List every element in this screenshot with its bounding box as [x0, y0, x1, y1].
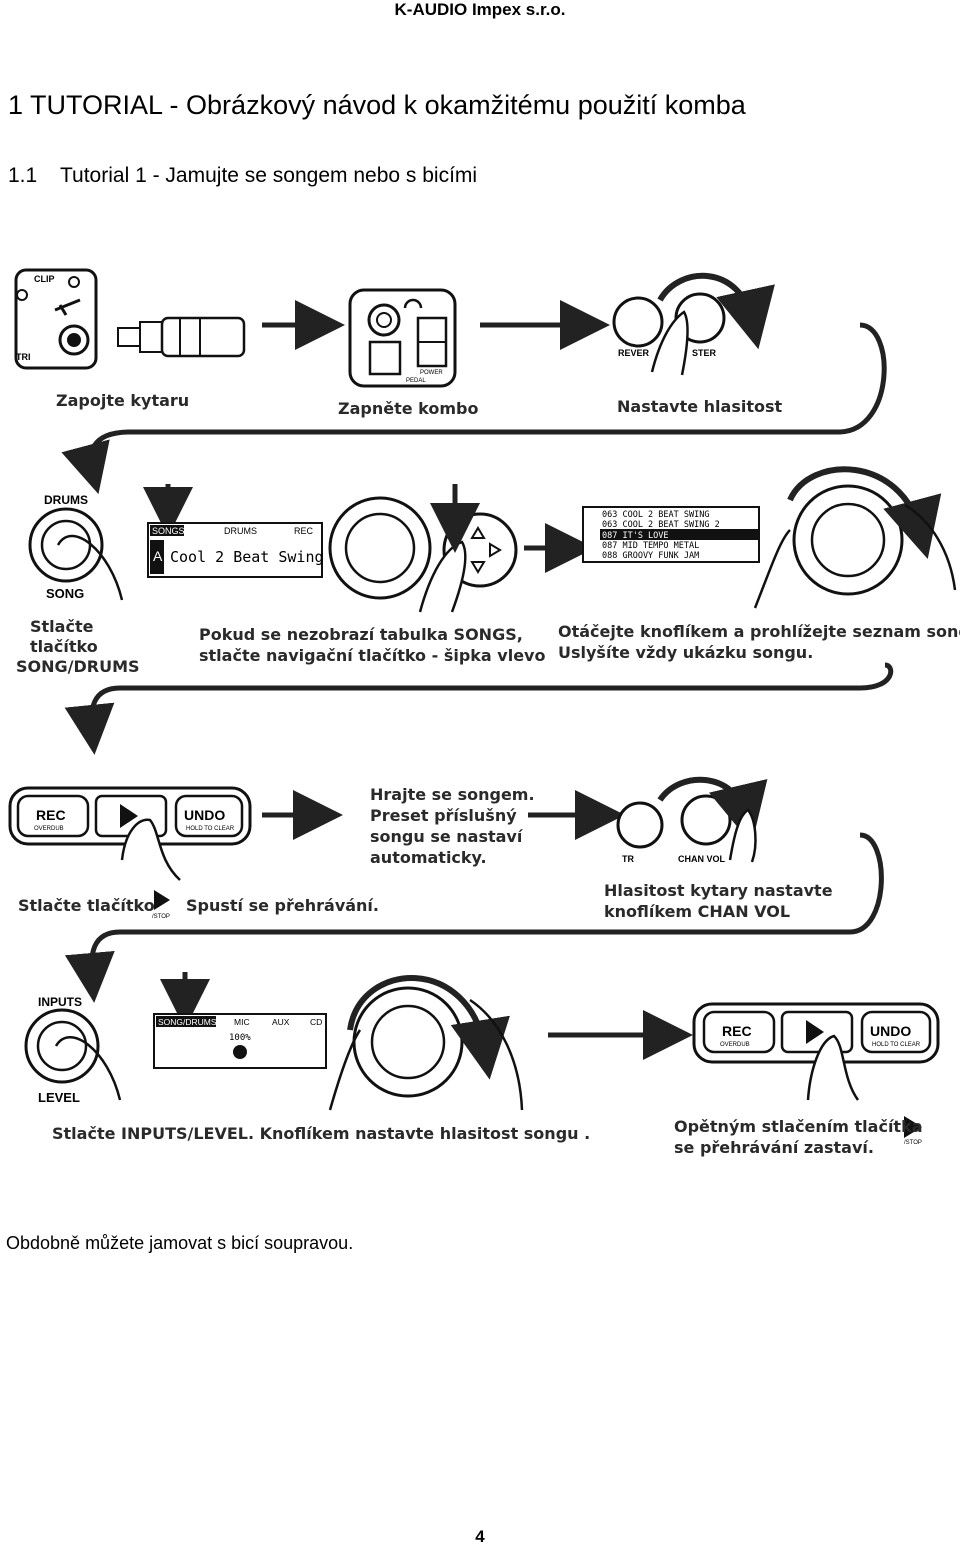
stop-label: /STOP — [904, 1140, 922, 1146]
caption-browse-1: Otáčejte knoflíkem a prohlížejte seznam … — [558, 622, 960, 641]
subsection-text: Tutorial 1 - Jamujte se songem nebo s bi… — [60, 164, 478, 187]
caption-chan-vol-2: knoflíkem CHAN VOL — [604, 902, 791, 921]
caption-chan-vol-1: Hlasitost kytary nastavte — [604, 881, 833, 900]
caption-press-song-1: Stlačte — [30, 617, 94, 636]
song-label: SONG — [46, 586, 84, 601]
lcd-tab-aux: AUX — [272, 1017, 290, 1027]
inputs-label: INPUTS — [38, 995, 82, 1009]
chan-vol-knobs: TR CHAN VOL — [616, 776, 768, 864]
flow-arrow — [64, 832, 884, 1003]
songs-lcd: SONGS DRUMS REC A Cool 2 Beat Swing — [147, 522, 324, 578]
flow-arrow — [61, 322, 887, 495]
flow-arrow — [64, 662, 894, 755]
drums-label: DRUMS — [44, 493, 88, 507]
page-number: 4 — [475, 1527, 485, 1546]
nav-dial — [328, 496, 518, 613]
caption-play-1: Hrajte se songem. — [370, 785, 535, 804]
lcd-tab-drums: DRUMS — [224, 526, 257, 536]
caption-press-song-3: SONG/DRUMS — [16, 657, 140, 676]
inputs-level-button: INPUTS LEVEL — [24, 995, 122, 1105]
level-label: LEVEL — [38, 1090, 80, 1105]
subsection-number: 1.1 — [8, 164, 38, 187]
lcd-level-value: 100% — [229, 1033, 251, 1043]
level-lcd: SONG/DRUMS MIC AUX CD 100% — [153, 1013, 327, 1069]
volume-knobs: REVER STER — [612, 272, 775, 376]
lcd-letter: A — [153, 548, 163, 564]
song-drums-button: DRUMS SONG — [28, 493, 124, 601]
caption-press-song-2: tlačítko — [30, 637, 98, 656]
undo-label: UNDO — [870, 1023, 911, 1039]
caption-play-3: songu se nastaví — [370, 827, 523, 846]
undo-label: UNDO — [184, 807, 225, 823]
overdub-label: OVERDUB — [720, 1042, 750, 1048]
song-list-lcd: 063 COOL 2 BEAT SWING 063 COOL 2 BEAT SW… — [582, 506, 760, 563]
caption-browse-2: Uslyšíte vždy ukázku songu. — [558, 643, 814, 662]
caption-play-2: Preset příslušný — [370, 806, 517, 825]
song-list-item: 063 COOL 2 BEAT SWING — [602, 510, 709, 520]
stop-label: /STOP — [152, 914, 170, 920]
power-pedal-panel: POWER PEDAL — [348, 288, 457, 388]
page-header: K-AUDIO Impex s.r.o. — [394, 0, 566, 19]
power-label: POWER — [420, 370, 443, 376]
caption-power-on: Zapněte kombo — [338, 399, 479, 418]
caption-inputs-level: Stlačte INPUTS/LEVEL. Knoflíkem nastavte… — [52, 1124, 591, 1143]
master-label: STER — [692, 348, 717, 358]
song-list-item: 087 MID TEMPO METAL — [602, 541, 699, 551]
lcd-tab-cd: CD — [310, 1017, 322, 1027]
caption-press-play: Stlačte tlačítko — [18, 896, 155, 915]
song-list-item: 088 GROOVY FUNK JAM — [602, 551, 699, 561]
tri-label: TRI — [16, 352, 31, 362]
pedal-label: PEDAL — [406, 378, 426, 384]
caption-play-4: automaticky. — [370, 848, 487, 867]
caption-playback-starts: Spustí se přehrávání. — [186, 896, 379, 915]
lcd-tab-songs: SONGS — [152, 526, 185, 536]
hold-to-clear-label: HOLD TO CLEAR — [872, 1042, 921, 1048]
caption-stop-2: se přehrávání zastaví. — [674, 1138, 874, 1157]
lcd-tab-mic: MIC — [234, 1017, 250, 1027]
song-list-item: 063 COOL 2 BEAT SWING 2 — [602, 520, 720, 530]
caption-stop-1: Opětným stlačením tlačítka — [674, 1117, 923, 1136]
caption-set-volume: Nastavte hlasitost — [617, 397, 783, 416]
browse-knob — [753, 466, 957, 609]
reverb-label: REVER — [618, 348, 650, 358]
closing-paragraph: Obdobně můžete jamovat s bicí soupravou. — [6, 1233, 354, 1253]
play-stop-icon: /STOP — [152, 890, 170, 920]
lcd-tab-rec: REC — [294, 526, 314, 536]
caption-nav-1: Pokud se nezobrazí tabulka SONGS, — [199, 625, 523, 644]
clip-label: CLIP — [34, 274, 55, 284]
lcd-tab-song-drums: SONG/DRUMS — [158, 1017, 217, 1027]
subsection-title: 1.1 Tutorial 1 - Jamujte se songem nebo s… — [8, 164, 477, 188]
play-stop-icon: /STOP — [904, 1116, 922, 1146]
level-knob — [328, 975, 524, 1111]
rec-label: REC — [722, 1023, 752, 1039]
transport-buttons: REC OVERDUB UNDO HOLD TO CLEAR — [8, 786, 252, 881]
tr-label: TR — [622, 854, 634, 864]
transport-buttons-stop: REC OVERDUB UNDO HOLD TO CLEAR — [692, 1002, 940, 1101]
section-title: 1 TUTORIAL - Obrázkový návod k okamžitém… — [8, 90, 746, 120]
song-list-item-selected: 087 IT'S LOVE — [602, 531, 669, 541]
lcd-song-name: Cool 2 Beat Swing — [170, 548, 324, 566]
guitar-input-jack-panel: CLIP TRI — [14, 268, 98, 370]
overdub-label: OVERDUB — [34, 826, 64, 832]
rec-label: REC — [36, 807, 66, 823]
chan-vol-label: CHAN VOL — [678, 854, 726, 864]
caption-plug-guitar: Zapojte kytaru — [56, 391, 190, 410]
hold-to-clear-label: HOLD TO CLEAR — [186, 826, 235, 832]
guitar-cable-plug — [117, 316, 246, 358]
caption-nav-2: stlačte navigační tlačítko - šipka vlevo — [199, 646, 546, 665]
